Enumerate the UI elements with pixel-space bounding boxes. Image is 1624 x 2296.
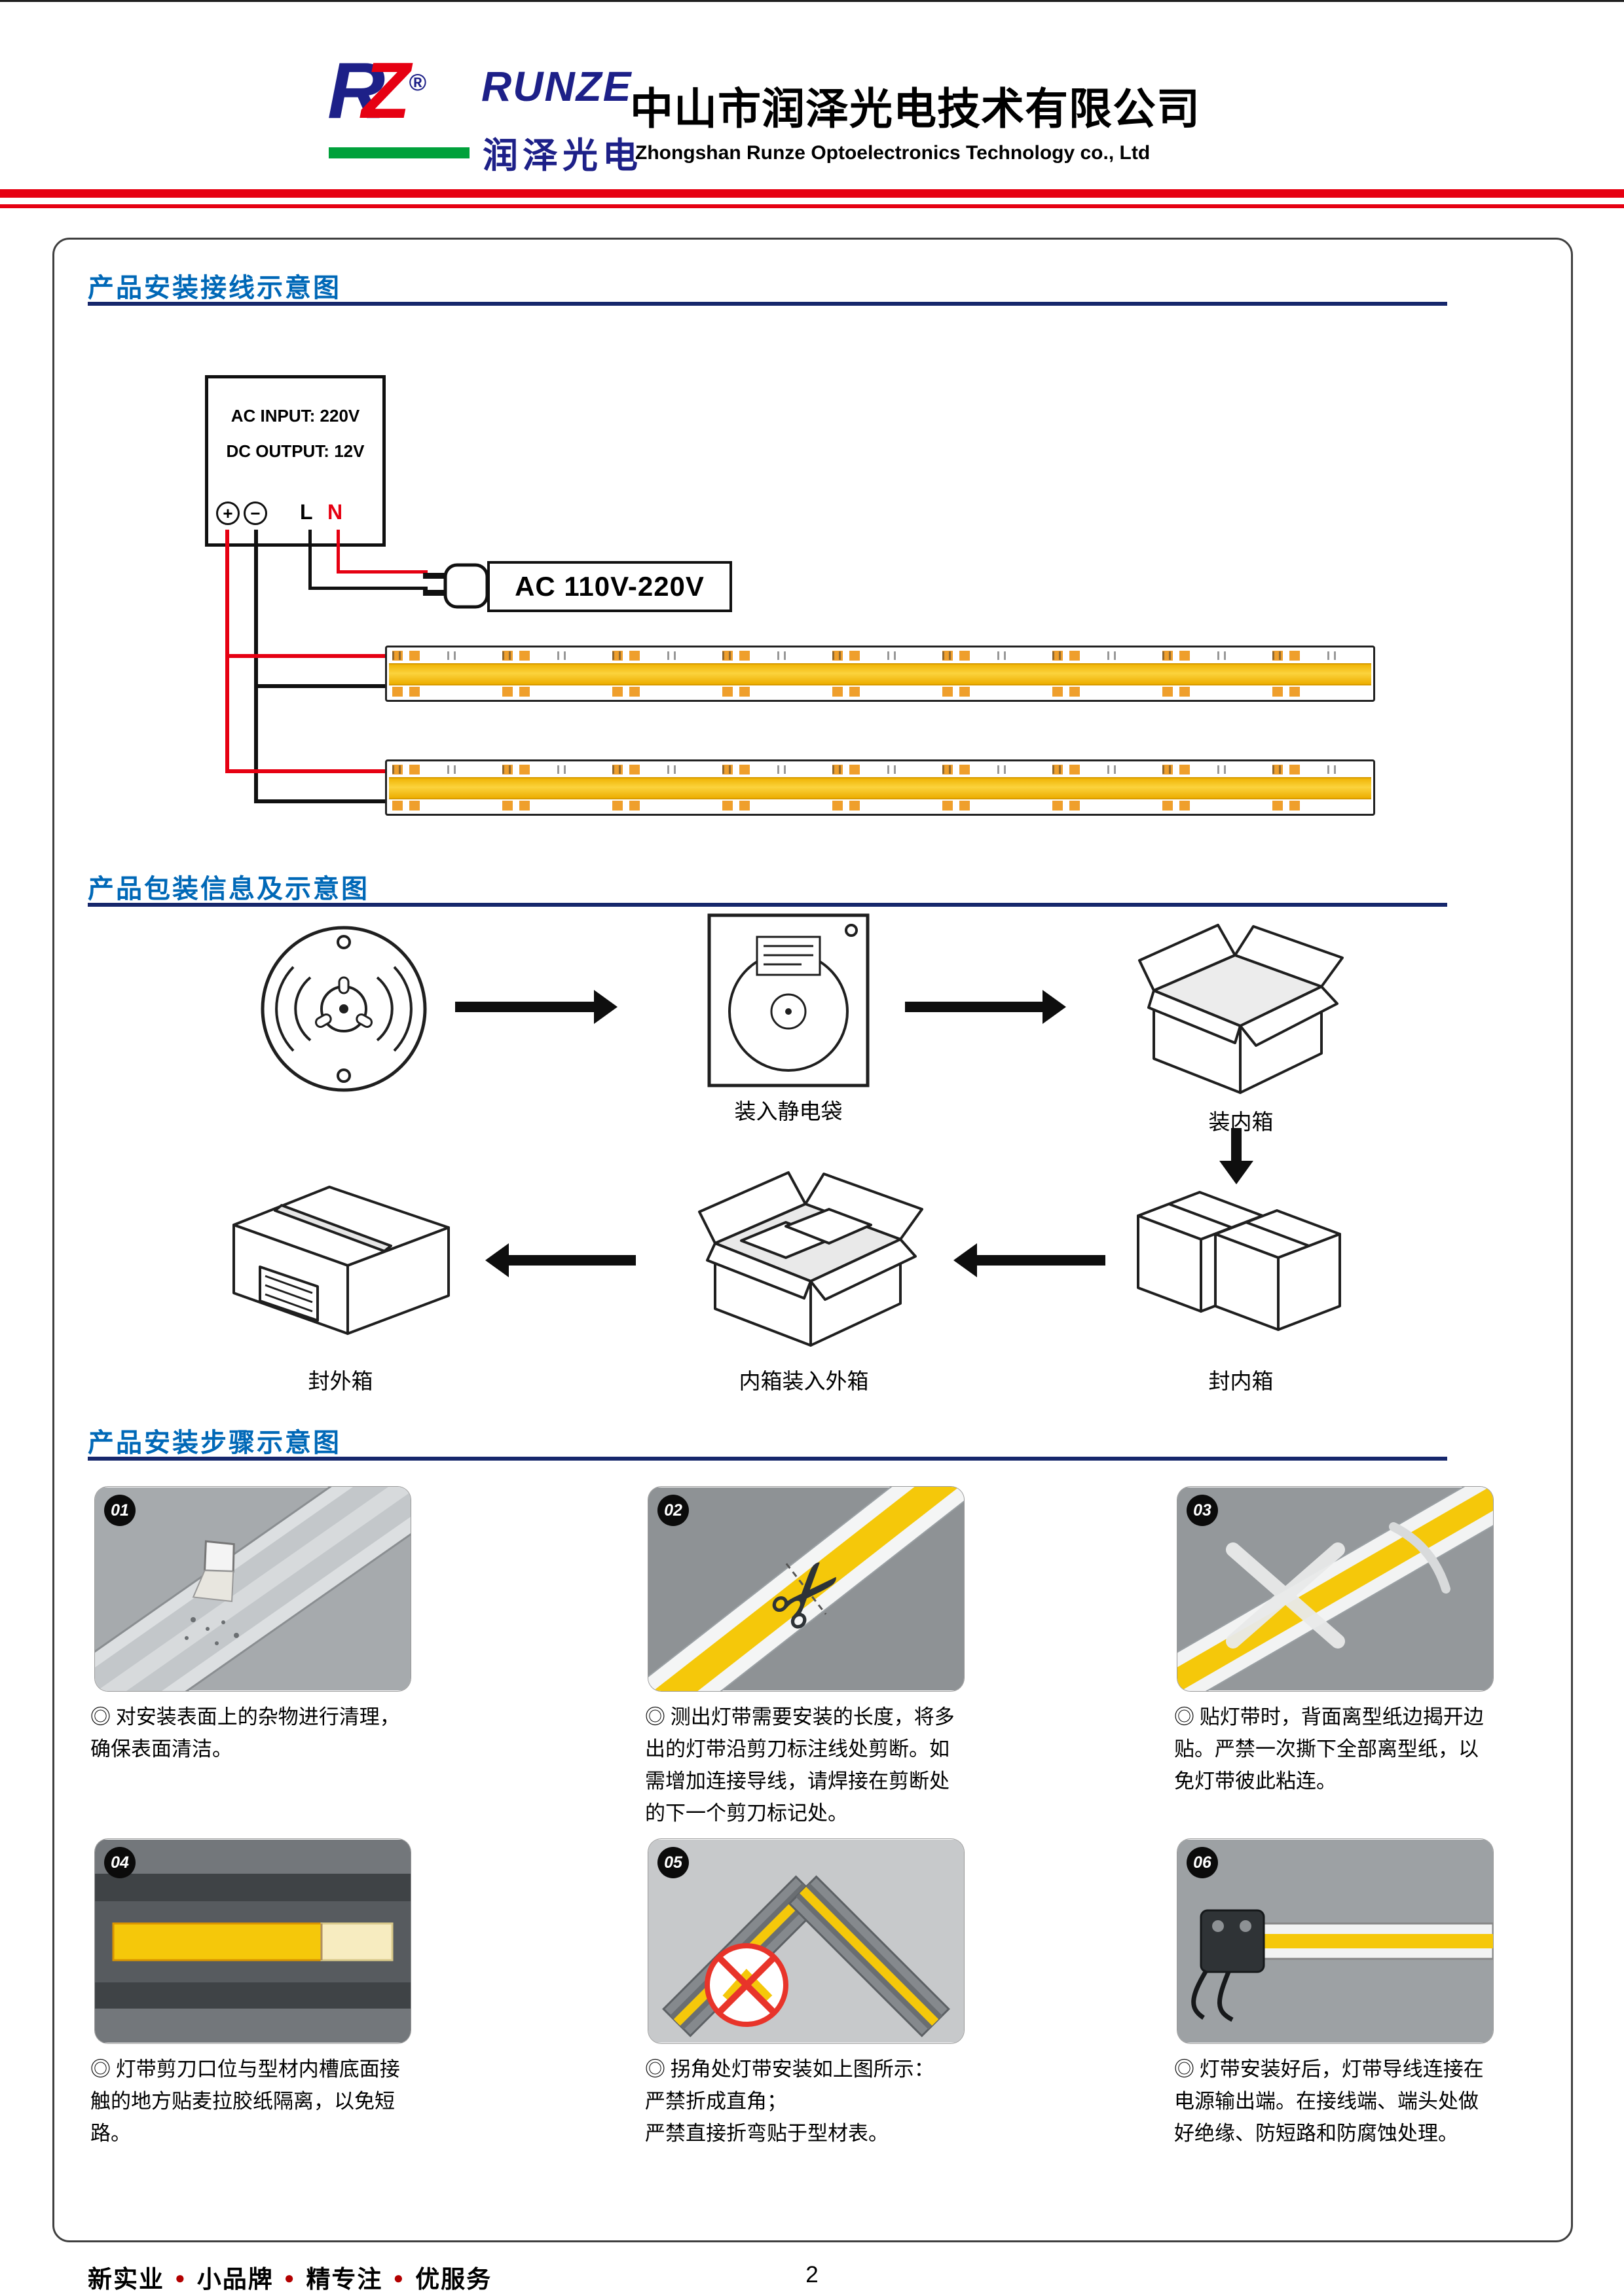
cob-phosphor-band <box>389 777 1371 799</box>
led-strip-1 <box>385 646 1375 702</box>
psu-input-label: AC INPUT: 220V <box>231 406 360 426</box>
print-marks <box>392 765 1368 774</box>
connect-wires-illustration <box>1177 1840 1493 2043</box>
brand-name-cn: 润泽光电 <box>483 136 642 175</box>
arrow-down-icon <box>1231 1128 1242 1161</box>
corner-install-illustration <box>648 1840 964 2043</box>
power-supply-box: AC INPUT: 220V DC OUTPUT: 12V + − L N <box>205 375 386 547</box>
step-caption-06: ◎ 灯带安装好后，灯带导线连接在电源输出端。在接线端、端头处做好绝缘、防短路和防… <box>1174 2058 1484 2145</box>
outer-carton-filling-icon <box>698 1171 923 1347</box>
content-border-frame <box>52 238 1573 2242</box>
section-underline-install <box>88 1457 1447 1461</box>
bullet-icon: ● <box>175 2268 187 2287</box>
wire-neutral-horizontal <box>337 570 428 574</box>
label-seal-outer-box: 封外箱 <box>308 1370 373 1394</box>
wire-red-to-strip1 <box>225 654 388 658</box>
arrow-right-icon <box>455 1002 594 1012</box>
section-title-wiring: 产品安装接线示意图 <box>88 274 341 302</box>
company-name-en: Zhongshan Runze Optoelectronics Technolo… <box>635 142 1151 164</box>
step-image-03: 03 <box>1177 1487 1493 1691</box>
peel-liner-illustration <box>1177 1487 1493 1691</box>
psu-plus-terminal: + <box>216 501 240 525</box>
solder-pads-bottom <box>392 687 1368 697</box>
bullet-icon: ● <box>284 2268 296 2287</box>
clean-surface-illustration <box>95 1487 411 1691</box>
minus-sign: − <box>250 503 261 523</box>
sealed-outer-carton-icon <box>232 1186 450 1335</box>
header-divider-thin <box>0 204 1624 208</box>
wire-neutral-vertical <box>337 530 340 574</box>
step-number-badge: 04 <box>104 1847 136 1878</box>
step-caption-05: ◎ 拐角处灯带安装如上图所示： 严禁折成直角； 严禁直接折弯贴于型材表。 <box>645 2058 934 2145</box>
step-number-badge: 06 <box>1187 1847 1218 1878</box>
section-underline-packaging <box>88 903 1447 907</box>
footer-slogan: 新实业 ● 小品牌 ● 精专注 ● 优服务 <box>88 2259 492 2295</box>
ac-voltage-box: AC 110V-220V <box>487 561 732 612</box>
step-caption-04: ◎ 灯带剪刀口位与型材内槽底面接触的地方贴麦拉胶纸隔离，以免短路。 <box>90 2058 400 2145</box>
step-caption-03: ◎ 贴灯带时，背面离型纸边揭开边贴。严禁一次撕下全部离型纸，以免灯带彼此粘连。 <box>1174 1705 1484 1793</box>
wire-red-vertical <box>225 530 229 773</box>
antistatic-bag-icon <box>707 913 870 1087</box>
arrow-left-icon <box>977 1255 1105 1266</box>
mylar-isolation-illustration <box>95 1840 411 2043</box>
section-title-install: 产品安装步骤示意图 <box>88 1429 341 1457</box>
step-image-06: 06 <box>1177 1839 1493 2043</box>
step-number-badge: 03 <box>1187 1495 1218 1526</box>
section-title-packaging: 产品包装信息及示意图 <box>88 875 369 903</box>
psu-output-label: DC OUTPUT: 12V <box>226 441 365 461</box>
reel-icon <box>261 926 427 1092</box>
step-image-02: ✂ 02 <box>648 1487 964 1691</box>
wire-black-vertical <box>254 530 258 803</box>
sealed-inner-boxes-icon <box>1137 1191 1341 1331</box>
step-number-badge: 05 <box>657 1847 689 1878</box>
cut-strip-illustration: ✂ <box>648 1487 964 1691</box>
led-strip-2 <box>385 759 1375 816</box>
label-inner-into-outer: 内箱装入外箱 <box>739 1370 869 1394</box>
step-caption-02: ◎ 测出灯带需要安装的长度，将多出的灯带沿剪刀标注线处剪断。如需增加连接导线，请… <box>645 1705 955 1825</box>
label-seal-inner-box: 封内箱 <box>1208 1370 1274 1394</box>
wire-live-horizontal <box>308 587 428 590</box>
step-caption-01: ◎ 对安装表面上的杂物进行清理，确保表面清洁。 <box>90 1705 400 1760</box>
logo-letter-z: Z <box>361 46 410 135</box>
slogan-part-2: 小品牌 <box>196 2266 274 2293</box>
bullet-icon: ● <box>393 2268 405 2287</box>
arrow-right-icon <box>905 1002 1043 1012</box>
slogan-part-1: 新实业 <box>88 2266 164 2293</box>
wire-live-vertical <box>308 530 312 590</box>
registered-trademark-icon: ® <box>409 69 427 96</box>
solder-pads-bottom <box>392 801 1368 811</box>
section-underline-wiring <box>88 302 1447 306</box>
psu-live-label: L <box>300 500 313 524</box>
arrow-left-icon <box>509 1255 636 1266</box>
logo-letter-r: R <box>327 46 385 135</box>
header-divider-thick <box>0 189 1624 198</box>
step-number-badge: 02 <box>657 1495 689 1526</box>
print-marks <box>392 651 1368 660</box>
brand-name-en: RUNZE <box>481 63 633 110</box>
step-image-04: 04 <box>95 1839 411 2043</box>
psu-minus-terminal: − <box>244 501 267 525</box>
page-number: 2 <box>805 2262 819 2287</box>
wire-red-to-strip2 <box>225 769 388 773</box>
step-image-05: 05 <box>648 1839 964 2043</box>
step-image-01: 01 <box>95 1487 411 1691</box>
wire-black-to-strip1 <box>254 684 388 688</box>
logo-green-bar <box>329 147 470 158</box>
label-antistatic-bag: 装入静电袋 <box>734 1101 843 1124</box>
ac-plug-icon <box>423 563 489 609</box>
psu-neutral-label: N <box>327 500 343 524</box>
cob-phosphor-band <box>389 663 1371 685</box>
company-name-cn: 中山市润泽光电技术有限公司 <box>630 84 1200 133</box>
plus-sign: + <box>223 503 233 523</box>
slogan-part-3: 精专注 <box>306 2266 383 2293</box>
wire-black-to-strip2 <box>254 799 388 803</box>
step-number-badge: 01 <box>104 1495 136 1526</box>
slogan-part-4: 优服务 <box>415 2266 492 2293</box>
logo-rz-mark: RZ® <box>327 50 426 130</box>
open-carton-icon <box>1138 924 1344 1094</box>
